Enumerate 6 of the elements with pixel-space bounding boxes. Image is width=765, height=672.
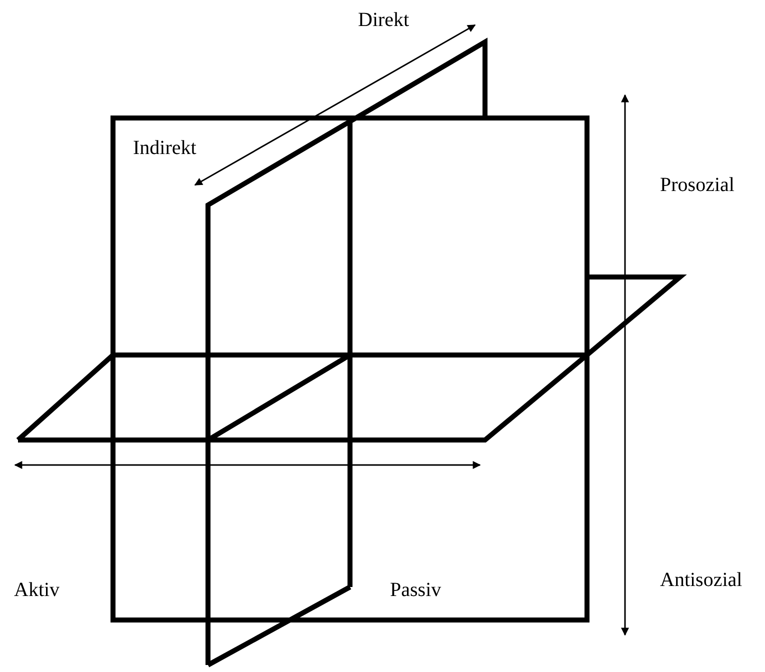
axis-label: Antisozial: [660, 570, 742, 590]
axis-label: Direkt: [358, 10, 410, 30]
axis-label: Indirekt: [133, 138, 196, 158]
axis-label: Passiv: [390, 580, 442, 600]
axis-label: Aktiv: [14, 580, 60, 600]
axis-label: Prosozial: [660, 175, 734, 195]
